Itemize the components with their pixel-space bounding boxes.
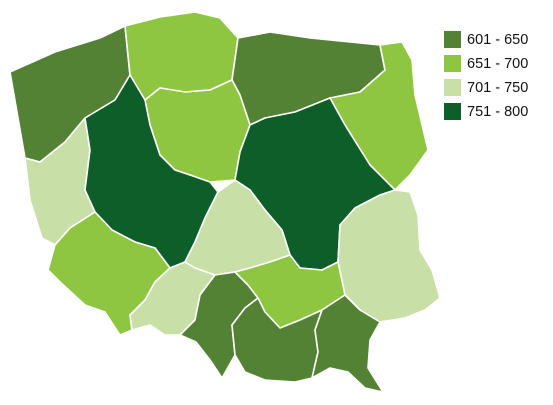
legend-label: 701 - 750: [467, 79, 529, 96]
region-lubelskie: [337, 189, 441, 323]
legend-label: 751 - 800: [467, 103, 529, 120]
legend-item-651-700: 651 - 700: [444, 54, 528, 73]
legend-swatch: [444, 103, 461, 120]
legend-item-601-650: 601 - 650: [444, 30, 528, 49]
legend-label: 601 - 650: [467, 31, 529, 48]
legend-label: 651 - 700: [467, 55, 529, 72]
legend-item-751-800: 751 - 800: [444, 102, 528, 121]
legend-item-701-750: 701 - 750: [444, 78, 528, 97]
legend-swatch: [444, 55, 461, 72]
map-legend: 601 - 650 651 - 700 701 - 750 751 - 800: [444, 30, 528, 126]
legend-swatch: [444, 79, 461, 96]
region-podkarpackie: [311, 294, 384, 393]
legend-swatch: [444, 31, 461, 48]
